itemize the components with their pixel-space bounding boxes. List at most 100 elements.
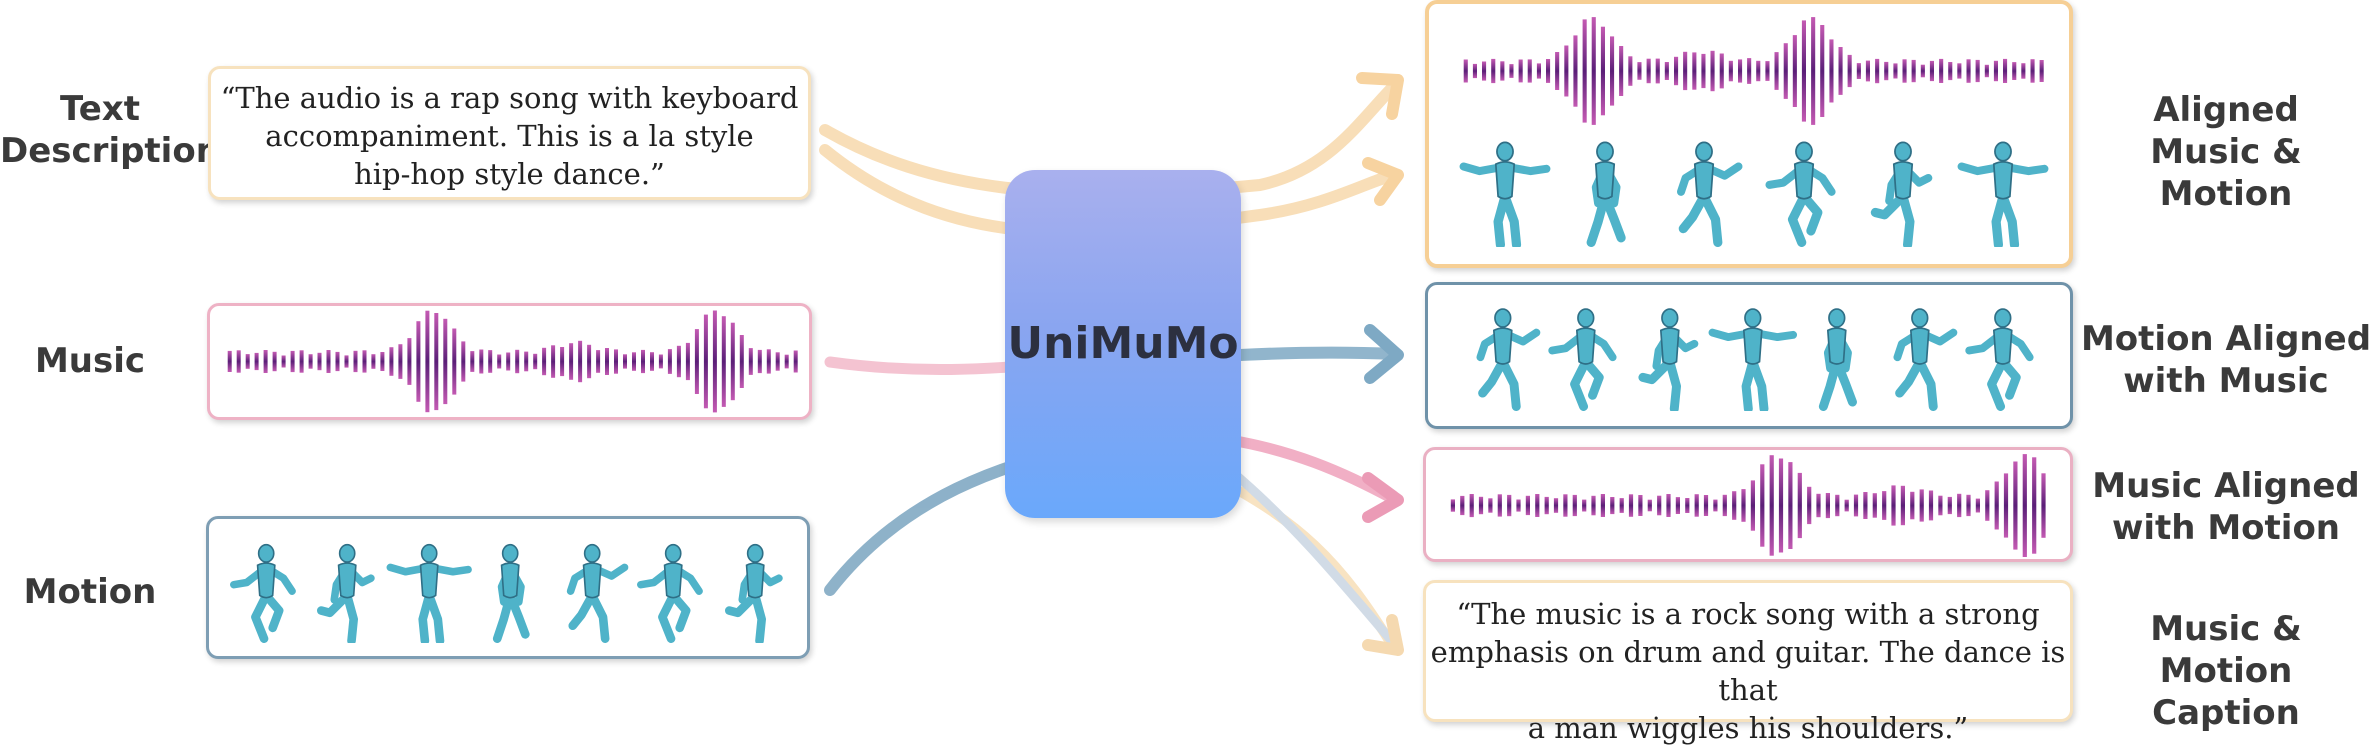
waveform-bar [757,349,762,374]
waveform-bar [1838,47,1843,95]
waveform-bar [371,354,376,369]
dancer-figure-icon [493,543,530,643]
motion-input-figures [223,535,798,645]
waveform-bar [1891,485,1896,526]
waveform-bar [1563,494,1568,517]
caption-label: Music & Motion Caption [2150,609,2302,733]
dancer-figure-icon [386,543,472,643]
waveform-bar [1488,498,1493,513]
waveform-bar [1491,58,1496,84]
waveform-bar [1760,464,1765,547]
waveform-bar [712,310,717,413]
waveform-bar [685,342,690,381]
waveform-bar [1564,45,1569,97]
waveform-bar [1683,51,1688,91]
waveform-bar [1518,59,1523,83]
waveform-bar [1769,455,1774,556]
waveform-bar [1807,486,1812,525]
waveform-bar [676,345,681,378]
motion-input-box [206,516,810,659]
waveform-bar [236,350,241,373]
waveform-bar [1882,491,1887,520]
waveform-bar [1900,485,1905,526]
waveform-bar [1783,43,1788,99]
dancer-figure-icon [1459,141,1551,247]
waveform-bar [1472,63,1477,79]
waveform-bar [739,335,744,388]
waveform-bar [1675,497,1680,514]
music-aligned-waveform [1450,454,2046,557]
waveform-bar [1884,61,1889,81]
waveform-bar [515,349,520,374]
waveform-bar [1747,58,1752,84]
waveform-bar [1722,494,1727,517]
dancer-figure-icon [1957,141,2049,247]
dancer-figure-icon [230,543,296,643]
waveform-bar [272,351,277,372]
waveform-bar [1856,63,1861,79]
waveform-bar [1628,56,1633,86]
waveform-bar [524,351,529,372]
dancer-figure-icon [566,543,629,643]
waveform-bar [488,350,493,373]
dancer-figure-icon [1638,308,1699,411]
waveform-bar [1865,60,1870,82]
waveform-bar [452,328,457,395]
caption-quote: “The music is a rock song with a strong … [1430,597,2066,745]
waveform-bar [425,310,430,413]
waveform-bar [344,355,349,368]
caption-box: “The music is a rock song with a strong … [1423,580,2073,745]
arrowhead-music-aligned [1362,472,1404,523]
waveform-bar [2021,63,2026,79]
waveform-bar [1975,498,1980,513]
waveform-bar [254,352,259,371]
waveform-bar [2022,454,2027,557]
motion-flow-lower [1225,465,1400,650]
waveform-bar [416,321,421,402]
waveform-bar [1463,59,1468,83]
waveform-bar [2041,473,2046,538]
waveform-bar [1478,496,1484,515]
waveform-bar [2013,461,2018,550]
dancer-figure-icon [724,543,783,643]
waveform-bar [1911,59,1916,83]
arrowhead-aligned-bottom [1362,157,1404,206]
waveform-bar [479,349,484,374]
waveform-bar [335,351,340,372]
waveform-bar [1692,52,1697,90]
waveform-bar [632,352,636,371]
waveform-bar [1469,494,1474,518]
waveform-bar [1835,494,1840,517]
waveform-bar [1647,499,1652,512]
aligned-music-motion-label: Aligned Music & Motion [2150,90,2302,214]
waveform-bar [1844,499,1849,512]
waveform-bar [1666,494,1671,517]
waveform-bar [1719,53,1724,89]
waveform-bar [1778,458,1784,553]
waveform-bar [641,349,645,374]
waveform-bar [1638,495,1643,516]
waveform-bar [1703,495,1709,516]
motion-aligned-label: Motion Aligned with Music [2080,319,2372,401]
motion-aligned-box [1425,282,2073,429]
waveform-bar [1902,59,1907,83]
waveform-bar [1637,62,1642,80]
waveform-bar [443,318,448,405]
waveform-bar [1750,480,1755,531]
waveform-bar [533,353,538,370]
waveform-bar [1600,494,1605,517]
dancer-figure-icon [637,543,704,643]
music-label: Music [34,341,146,381]
waveform-bar [1993,60,1998,82]
waveform-bar [1939,58,1944,83]
waveform-bar [1863,492,1868,519]
waveform-bar [326,350,331,373]
waveform-bar [1573,35,1578,107]
waveform-bar [1947,496,1952,515]
waveform-bar [1948,62,1953,81]
waveform-bar [542,347,547,376]
waveform-bar [1497,494,1502,517]
dancer-figure-icon [1548,308,1617,411]
waveform-bar [1713,499,1718,512]
waveform-bar [605,348,609,375]
